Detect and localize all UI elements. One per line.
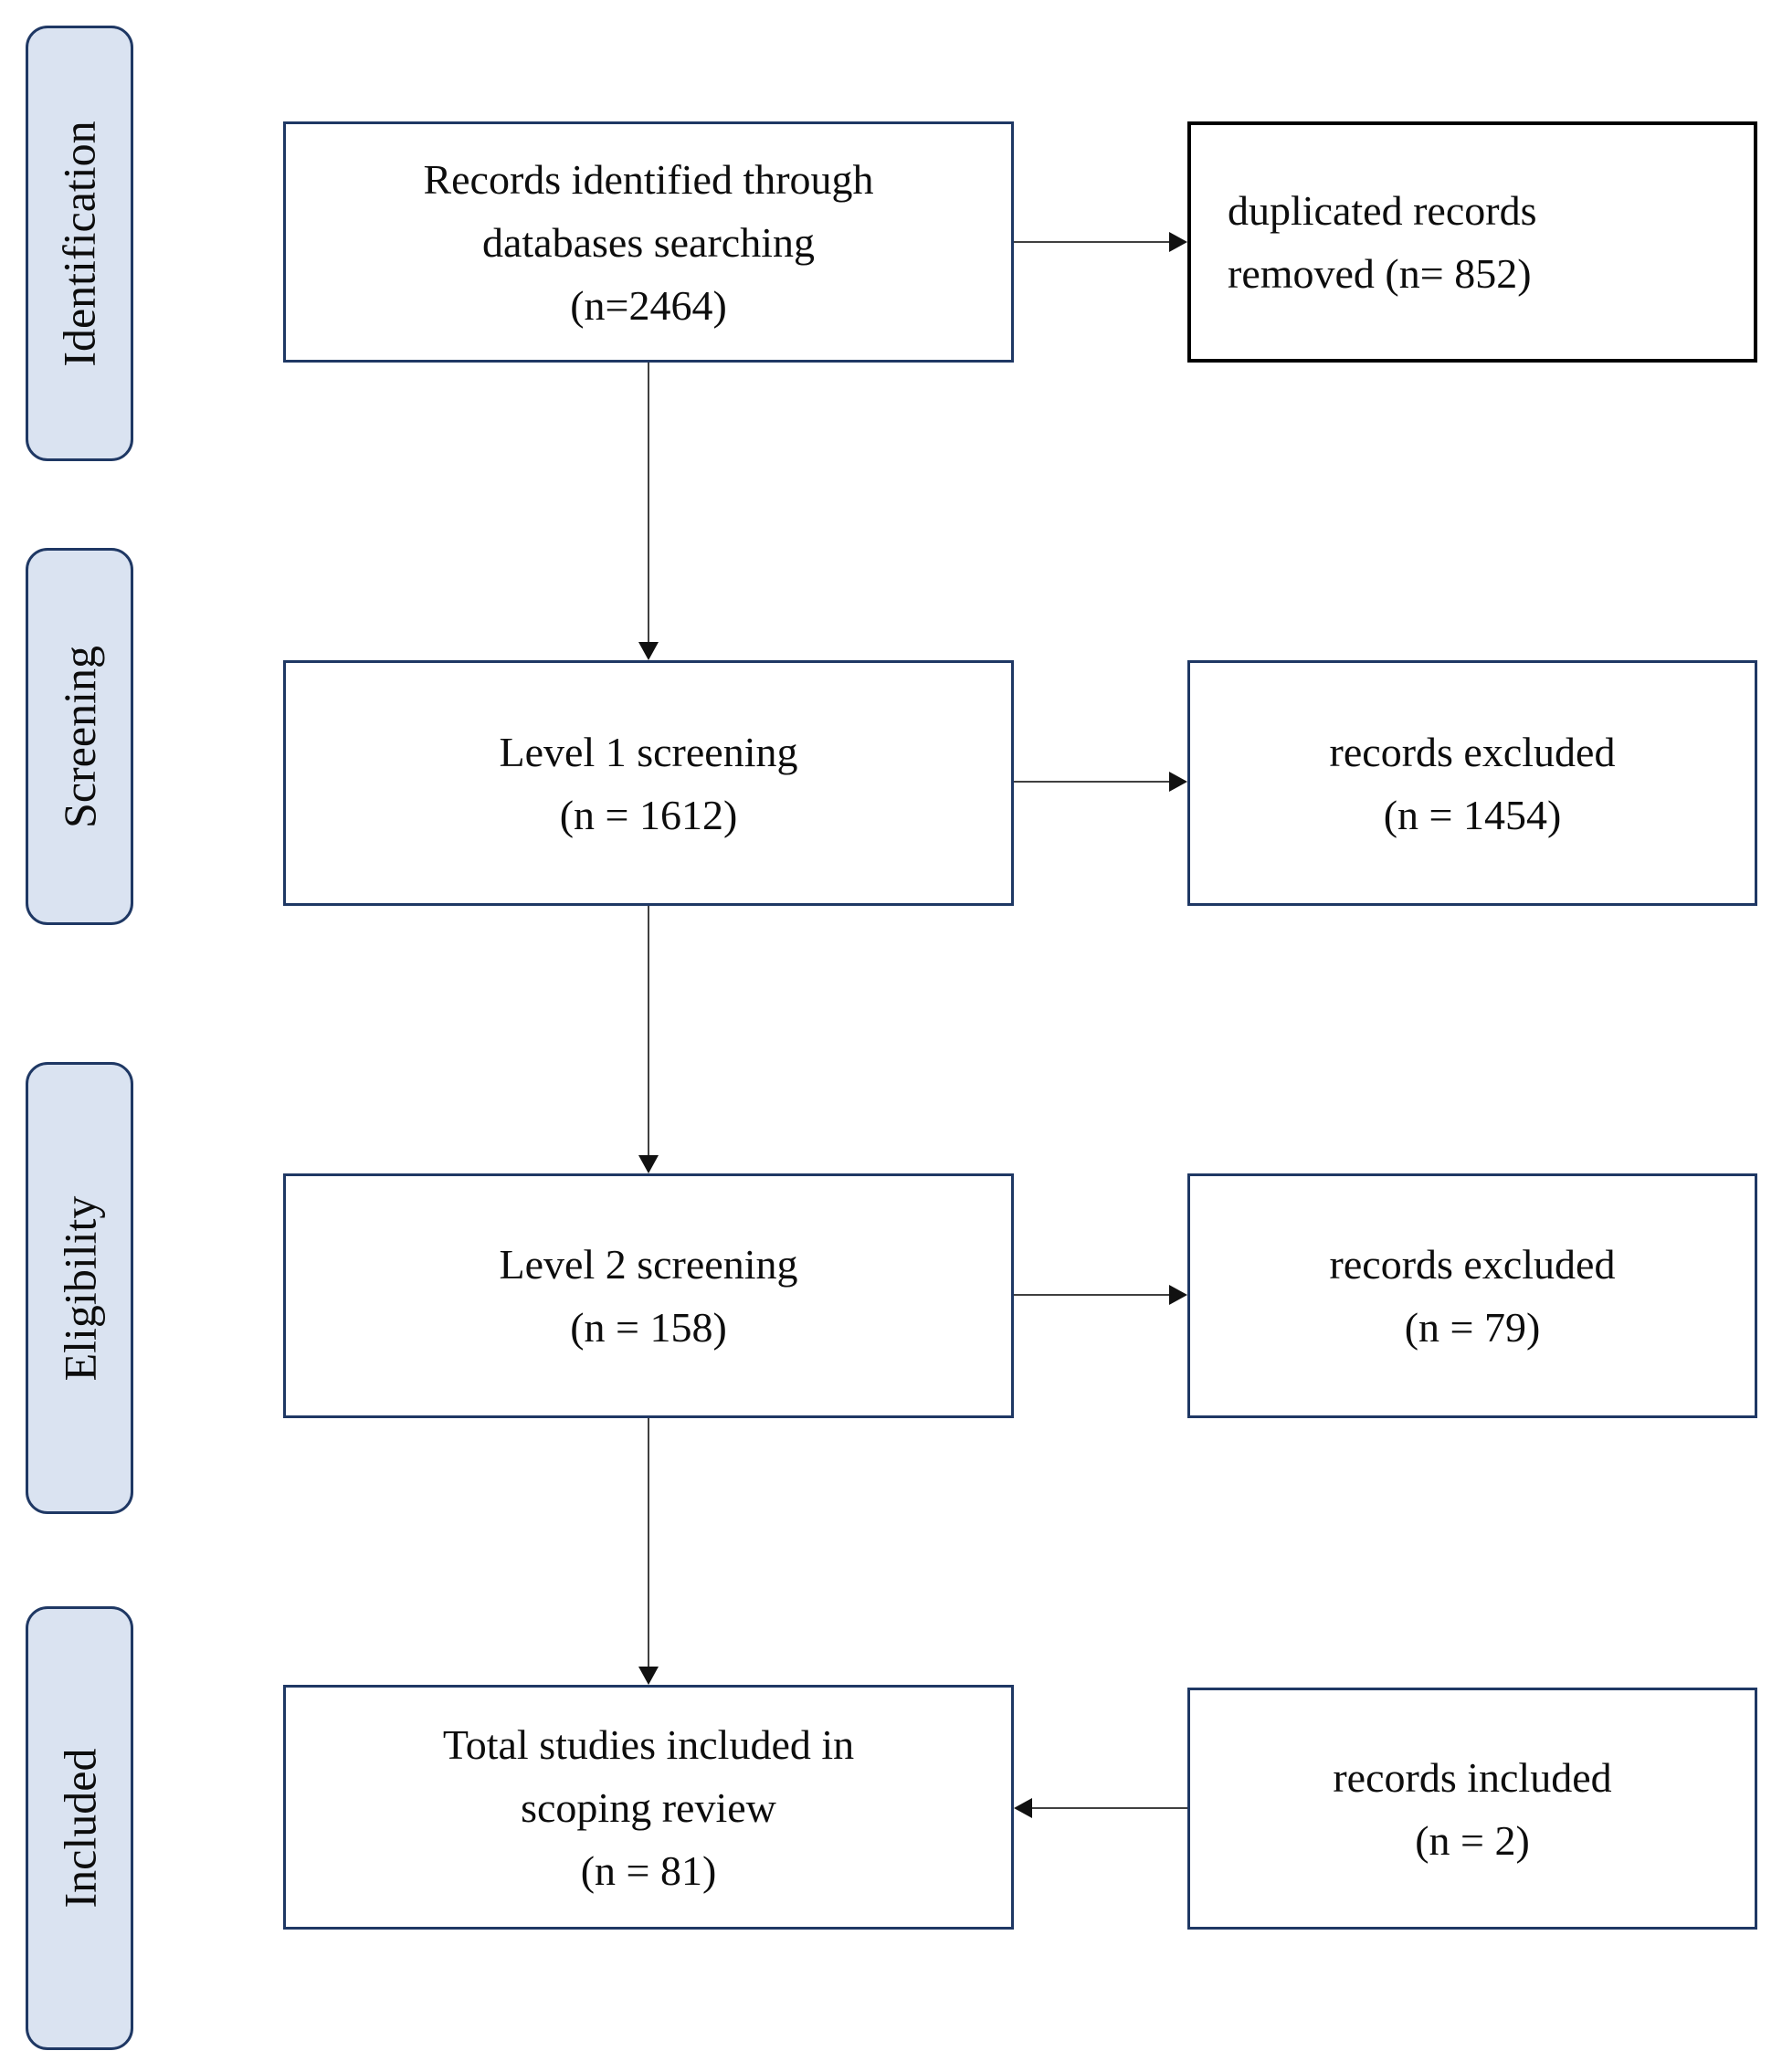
- arrow-shaft: [1030, 1807, 1187, 1809]
- box-level2-screening: Level 2 screening (n = 158): [283, 1173, 1014, 1418]
- box-records-identified: Records identified through databases sea…: [283, 121, 1014, 363]
- arrow-included-to-total: [1014, 1798, 1187, 1818]
- stage-screening: Screening: [26, 548, 133, 925]
- box-duplicates-removed: duplicated records removed (n= 852): [1187, 121, 1757, 363]
- box-count-line: removed (n= 852): [1228, 250, 1532, 297]
- box-excluded-level1: records excluded (n = 1454): [1187, 660, 1757, 906]
- stage-label: Eligibility: [54, 1195, 106, 1381]
- arrow-shaft: [1014, 241, 1171, 243]
- arrowhead-down-icon: [638, 1155, 659, 1173]
- box-count-line: (n = 79): [1404, 1304, 1541, 1351]
- box-text-line: Records identified through: [423, 155, 874, 203]
- box-text-line: Total studies included in: [442, 1720, 855, 1768]
- box-level1-screening: Level 1 screening (n = 1612): [283, 660, 1014, 906]
- stage-eligibility: Eligibility: [26, 1062, 133, 1514]
- box-count-line: (n=2464): [570, 281, 727, 329]
- box-count-line: (n = 2): [1415, 1816, 1530, 1864]
- arrow-shaft: [648, 1418, 649, 1668]
- box-text-line: records excluded: [1329, 1241, 1616, 1288]
- box-records-included: records included (n = 2): [1187, 1688, 1757, 1930]
- stage-label: Screening: [54, 645, 105, 828]
- stage-label: Identification: [54, 120, 105, 367]
- arrowhead-right-icon: [1169, 232, 1187, 252]
- arrow-level1-to-level2: [638, 906, 659, 1173]
- box-excluded-level2: records excluded (n = 79): [1187, 1173, 1757, 1418]
- arrowhead-right-icon: [1169, 772, 1187, 792]
- arrowhead-left-icon: [1014, 1798, 1032, 1818]
- arrow-level2-to-excluded: [1014, 1285, 1187, 1305]
- box-text-line: Level 1 screening: [499, 728, 798, 775]
- arrowhead-down-icon: [638, 1667, 659, 1685]
- arrowhead-right-icon: [1169, 1285, 1187, 1305]
- stage-included: Included: [26, 1606, 133, 2050]
- box-text-line: scoping review: [521, 1783, 776, 1831]
- stage-identification: Identification: [26, 26, 133, 461]
- box-text-line: records excluded: [1329, 728, 1616, 775]
- arrow-shaft: [1014, 1294, 1171, 1296]
- arrow-identified-to-duplicates: [1014, 232, 1187, 252]
- arrowhead-down-icon: [638, 642, 659, 660]
- box-text-line: databases searching: [481, 218, 815, 266]
- box-count-line: (n = 1612): [559, 791, 738, 838]
- box-count-line: (n = 81): [580, 1846, 717, 1894]
- stage-label: Included: [54, 1748, 105, 1909]
- box-text-line: records included: [1333, 1753, 1612, 1801]
- arrow-shaft: [1014, 781, 1171, 783]
- box-text-line: duplicated records: [1228, 187, 1537, 234]
- arrow-shaft: [648, 363, 649, 644]
- arrow-shaft: [648, 906, 649, 1157]
- box-total-included: Total studies included in scoping review…: [283, 1685, 1014, 1930]
- arrow-level1-to-excluded: [1014, 772, 1187, 792]
- box-count-line: (n = 158): [570, 1304, 727, 1351]
- box-count-line: (n = 1454): [1383, 791, 1562, 838]
- box-text-line: Level 2 screening: [499, 1241, 798, 1288]
- arrow-identified-to-level1: [638, 363, 659, 660]
- arrow-level2-to-total: [638, 1418, 659, 1685]
